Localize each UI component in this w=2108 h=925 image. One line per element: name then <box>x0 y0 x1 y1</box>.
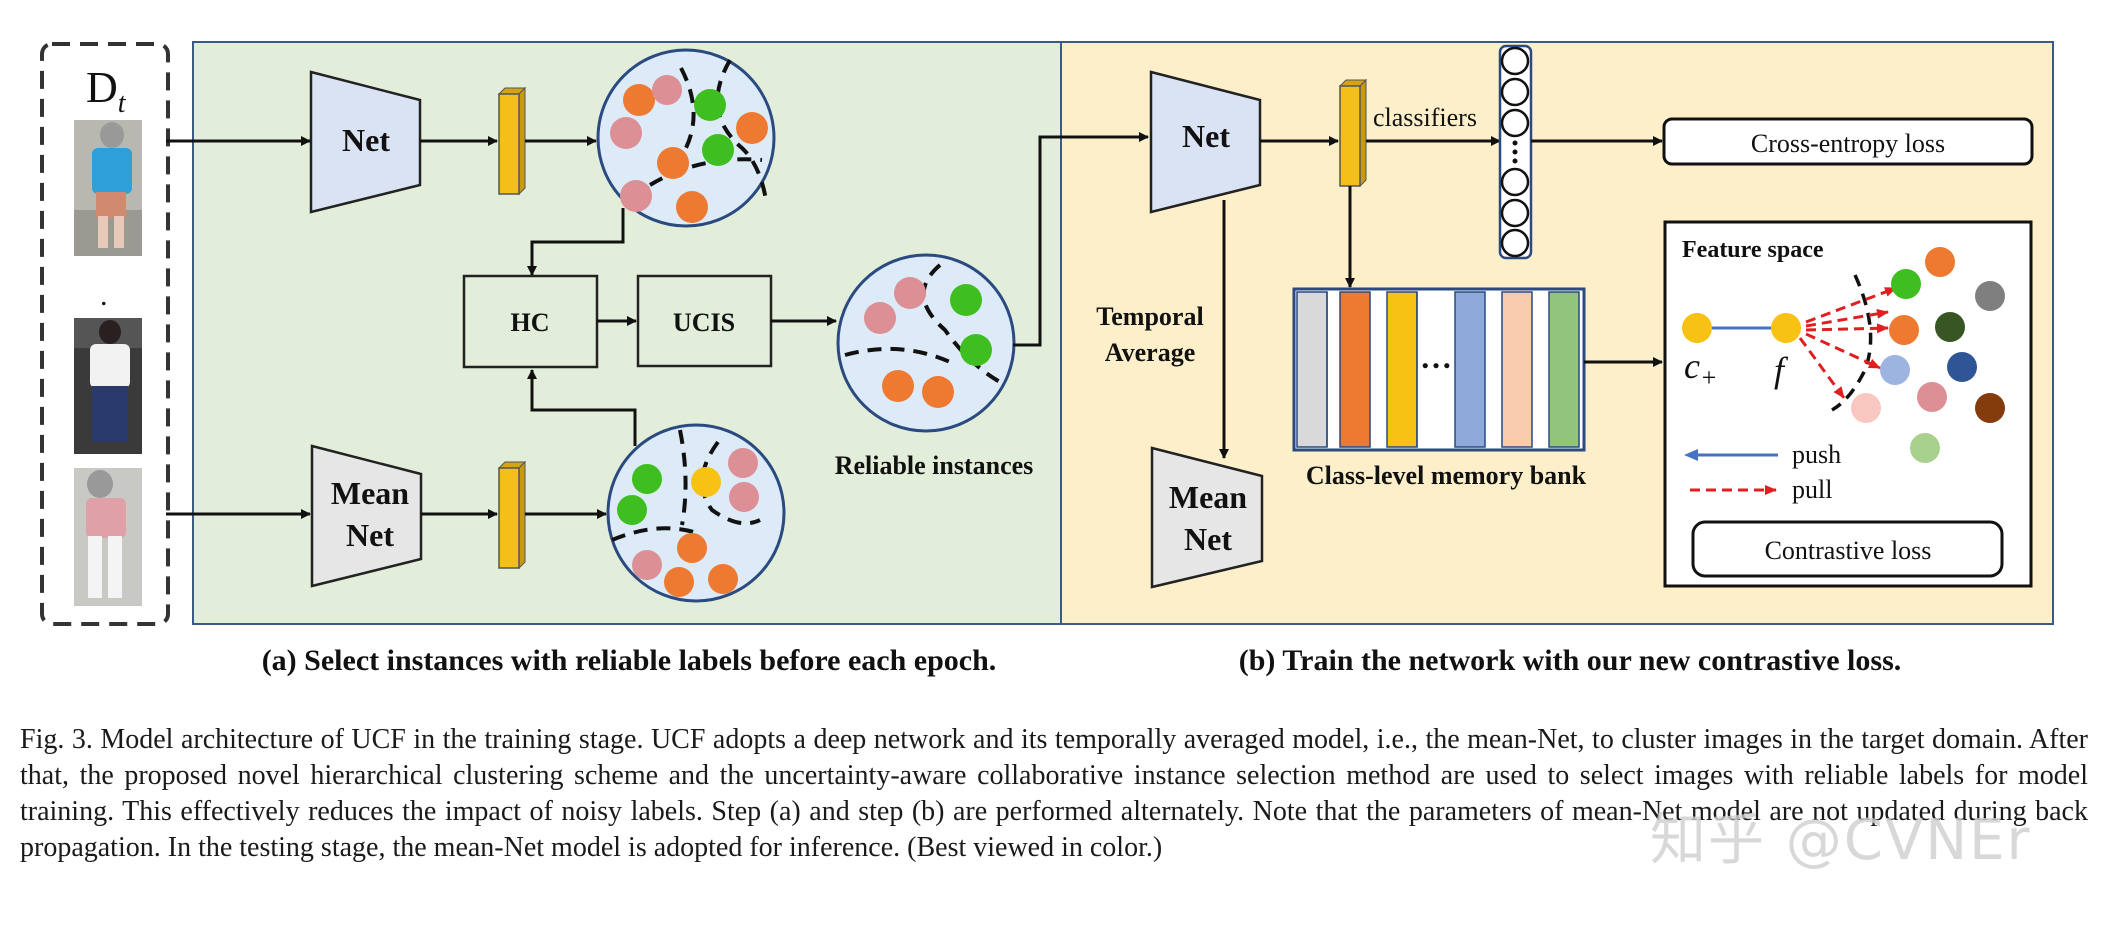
net-block-b <box>1149 70 1262 214</box>
mean-net-label-b-1: Mean <box>1169 479 1247 515</box>
architecture-diagram: Dt . Net <box>40 41 2054 677</box>
feature-vector-b <box>1338 78 1368 188</box>
cross-entropy-loss-label: Cross-entropy loss <box>1751 129 1945 158</box>
contrastive-loss-box <box>1691 520 2004 578</box>
temporal-label-2: Average <box>1105 338 1195 367</box>
feature-space-label: Feature space <box>1682 237 1824 263</box>
ucis-label: UCIS <box>673 308 735 337</box>
cluster-circle-mean-net <box>606 423 786 603</box>
arrow-reliable-to-net-b <box>1013 132 1149 347</box>
person-image-2 <box>74 318 142 454</box>
memory-bank-label: Class-level memory bank <box>1306 461 1587 490</box>
feature-vector-a-top <box>497 86 527 196</box>
cross-entropy-loss-box <box>1662 117 2034 166</box>
net-label-a: Net <box>342 122 390 158</box>
net-label-b: Net <box>1182 118 1230 154</box>
panel-b-caption: (b) Train the network with our new contr… <box>1239 644 1902 677</box>
c-plus-label: c+ <box>1684 346 1718 392</box>
person-image-1 <box>74 120 142 256</box>
feature-points <box>1682 247 2005 463</box>
classifier-neurons <box>1498 44 1533 260</box>
arrow-cluster-to-hc-bottom <box>527 369 637 446</box>
pull-legend-label: pull <box>1792 475 1832 504</box>
decision-boundary <box>1831 274 1873 412</box>
classifiers-label: classifiers <box>1373 103 1477 132</box>
feature-vector-a-bottom <box>497 460 527 570</box>
dataset-label: Dt <box>86 63 127 119</box>
cluster-circle-net <box>596 48 776 228</box>
figure-caption: Fig. 3. Model architecture of UCF in the… <box>20 724 2088 863</box>
watermark: 知乎 @CVNEr <box>1650 808 2032 873</box>
net-block-a <box>309 70 422 214</box>
panel-a-caption: (a) Select instances with reliable label… <box>262 644 997 677</box>
ellipsis-dot: . <box>100 279 108 312</box>
reliable-instances-circle <box>836 253 1016 433</box>
memory-bank-dots: … <box>1420 339 1452 375</box>
mean-net-label-b-2: Net <box>1184 521 1232 557</box>
mean-net-block-b <box>1150 446 1264 589</box>
temporal-label-1: Temporal <box>1096 302 1203 331</box>
person-image-3 <box>74 468 142 606</box>
mean-net-label-a-2: Net <box>346 517 394 553</box>
memory-bank <box>1292 287 1586 452</box>
push-legend-label: push <box>1792 440 1841 469</box>
mean-net-label-a-1: Mean <box>331 475 409 511</box>
dataset-frame <box>40 42 170 626</box>
mean-net-block-a <box>310 444 423 588</box>
hc-label: HC <box>511 308 550 337</box>
reliable-instances-label: Reliable instances <box>835 451 1034 480</box>
contrastive-loss-label: Contrastive loss <box>1765 536 1932 565</box>
arrow-cluster-to-hc <box>527 208 625 276</box>
pull-arrows <box>1798 286 1897 399</box>
